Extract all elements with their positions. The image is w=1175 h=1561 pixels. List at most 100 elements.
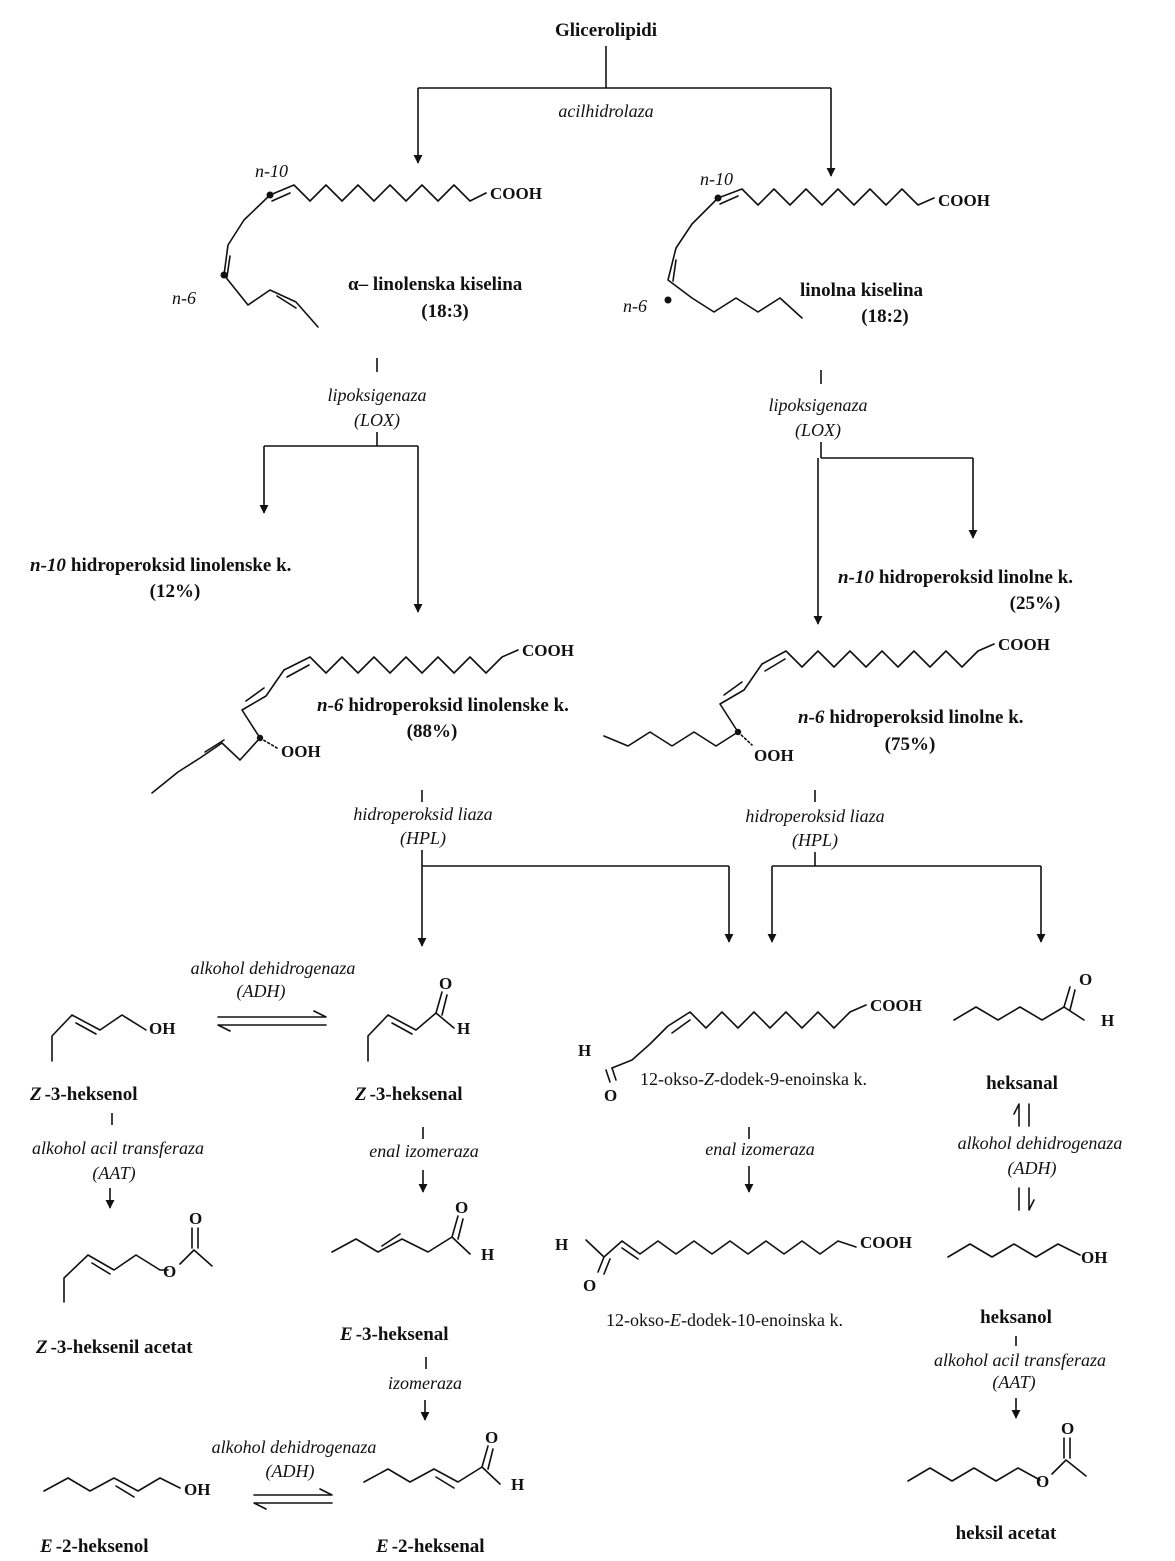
e-dodecenoic-label: 12-okso-E-dodek-10-enoinska k. <box>606 1310 843 1330</box>
e-dodecenoic-h: H <box>555 1235 568 1254</box>
e3-hexenal-h: H <box>481 1245 494 1264</box>
lox-right-split-arrows <box>813 442 978 625</box>
alpha-linolenic-n10-label: n-10 <box>255 161 288 181</box>
linoleic-acid-structure <box>664 188 935 319</box>
linoleic-code: (18:2) <box>861 306 908 327</box>
z3-hexenol-label: Z-3-heksenol <box>29 1084 138 1105</box>
linoleic-cooh: COOH <box>938 191 990 210</box>
adh-top-equilibrium-arrows <box>217 1010 327 1032</box>
n6-linoleic-hydroperoxide-pct: (75%) <box>885 734 936 755</box>
enzyme-aat-right-name: alkohol acil transferaza <box>934 1350 1106 1370</box>
e2-hexenal-label: E-2-heksenal <box>375 1536 485 1557</box>
enzyme-hpl-right-abbr: (HPL) <box>792 830 838 851</box>
z3-hexenol-oh: OH <box>149 1019 175 1038</box>
e3-hexenal-label: E-3-heksenal <box>339 1324 449 1345</box>
e2-hexenol-label: E-2-heksenol <box>39 1536 149 1557</box>
enzyme-adh-right-name: alkohol dehidrogenaza <box>958 1133 1123 1153</box>
z3-hexenal-o: O <box>439 974 452 993</box>
enzyme-aat-left-name: alkohol acil transferaza <box>32 1138 204 1158</box>
e2-hexenol-oh: OH <box>184 1480 210 1499</box>
hexyl-acetate-structure <box>907 1437 1087 1482</box>
enzyme-hpl-left-abbr: (HPL) <box>400 828 446 849</box>
enzyme-adh-top-name: alkohol dehidrogenaza <box>191 958 356 978</box>
lox-left-split-arrows <box>259 432 423 613</box>
e-dodecenoic-acid-structure <box>585 1239 857 1275</box>
hexyl-acetate-o-ester: O <box>1036 1472 1049 1491</box>
z-dodecenoic-o: O <box>604 1086 617 1105</box>
z3-hexenol-structure <box>51 1014 147 1062</box>
e-dodecenoic-cooh: COOH <box>860 1233 912 1252</box>
linoleic-n6-label: n-6 <box>623 296 647 316</box>
e2-hexenal-structure <box>363 1445 501 1489</box>
title-glicerolipidi: Glicerolipidi <box>555 20 657 41</box>
hexanol-oh: OH <box>1081 1248 1107 1267</box>
e3-hexenal-o: O <box>455 1198 468 1217</box>
enzyme-acilhidrolaza: acilhidrolaza <box>558 101 653 121</box>
n6-linolenic-ooh: OOH <box>281 742 321 761</box>
adh-right-equilibrium-arrows <box>1013 1103 1035 1211</box>
z3-hexenyl-acetate-o-carbonyl: O <box>189 1209 202 1228</box>
enzyme-adh-right-abbr: (ADH) <box>1008 1158 1057 1179</box>
hexanol-structure <box>947 1243 1081 1258</box>
z3-hexenyl-acetate-structure <box>63 1227 213 1303</box>
z-dodecenoic-label: 12-okso-Z-dodek-9-enoinska k. <box>640 1069 867 1089</box>
linoleic-name: linolna kiselina <box>800 280 924 301</box>
n6-linolenic-hydroperoxide-structure <box>151 649 519 794</box>
e2-hexenal-h: H <box>511 1475 524 1494</box>
alpha-linolenic-n6-label: n-6 <box>172 288 196 308</box>
n10-linoleic-hydroperoxide-pct: (25%) <box>1010 593 1061 614</box>
n6-linoleic-cooh: COOH <box>998 635 1050 654</box>
e3-hexenal-structure <box>331 1215 471 1255</box>
n6-linolenic-cooh: COOH <box>522 641 574 660</box>
enzyme-adh-bottom-abbr: (ADH) <box>266 1461 315 1482</box>
enzyme-enal-izomeraza-left: enal izomeraza <box>369 1141 479 1161</box>
n10-linolenic-hydroperoxide-pct: (12%) <box>150 581 201 602</box>
alpha-linolenic-acid-structure <box>220 184 487 328</box>
enzyme-izomeraza: izomeraza <box>388 1373 462 1393</box>
hexanal-o: O <box>1079 970 1092 989</box>
z3-hexenal-structure <box>367 991 455 1062</box>
hpl-left-split-arrows <box>417 850 734 947</box>
n6-linolenic-hydroperoxide-pct: (88%) <box>407 721 458 742</box>
enzyme-lox-left-name: lipoksigenaza <box>328 385 427 405</box>
alpha-linolenic-cooh: COOH <box>490 184 542 203</box>
enzyme-adh-top-abbr: (ADH) <box>237 981 286 1002</box>
z-dodecenoic-cooh: COOH <box>870 996 922 1015</box>
adh-bottom-equilibrium-arrows <box>253 1488 333 1510</box>
hexyl-acetate-o-carbonyl: O <box>1061 1419 1074 1438</box>
e2-hexenol-structure <box>43 1477 181 1498</box>
enzyme-hpl-left-name: hidroperoksid liaza <box>353 804 492 824</box>
n6-linoleic-ooh: OOH <box>754 746 794 765</box>
enzyme-hpl-right-name: hidroperoksid liaza <box>745 806 884 826</box>
e2-hexenal-o: O <box>485 1428 498 1447</box>
enzyme-lox-left-abbr: (LOX) <box>354 410 400 431</box>
z3-hexenal-label: Z-3-heksenal <box>354 1084 463 1105</box>
hpl-right-split-arrows <box>767 852 1046 943</box>
hexanal-structure <box>953 986 1085 1021</box>
z3-hexenyl-acetate-label: Z-3-heksenil acetat <box>35 1337 193 1358</box>
hexanal-label: heksanal <box>986 1073 1058 1094</box>
hexyl-acetate-label: heksil acetat <box>956 1523 1057 1544</box>
acilhidrolaza-split-arrows <box>413 46 836 177</box>
enzyme-aat-left-abbr: (AAT) <box>92 1163 135 1184</box>
linoleic-n10-label: n-10 <box>700 169 733 189</box>
e-dodecenoic-o: O <box>583 1276 596 1295</box>
z-dodecenoic-h: H <box>578 1041 591 1060</box>
alpha-linolenic-name: α– linolenska kiselina <box>348 274 523 295</box>
enzyme-enal-izomeraza-right: enal izomeraza <box>705 1139 815 1159</box>
n6-linoleic-hydroperoxide-structure <box>603 643 995 747</box>
hexanal-h: H <box>1101 1011 1114 1030</box>
enzyme-aat-right-abbr: (AAT) <box>992 1372 1035 1393</box>
hexanol-label: heksanol <box>980 1307 1052 1328</box>
enzyme-adh-bottom-name: alkohol dehidrogenaza <box>212 1437 377 1457</box>
z3-hexenal-h: H <box>457 1019 470 1038</box>
enzyme-lox-right-name: lipoksigenaza <box>769 395 868 415</box>
alpha-linolenic-code: (18:3) <box>421 301 468 322</box>
z-dodecenoic-acid-structure <box>605 1004 867 1083</box>
z3-hexenyl-acetate-o-ester: O <box>163 1262 176 1281</box>
